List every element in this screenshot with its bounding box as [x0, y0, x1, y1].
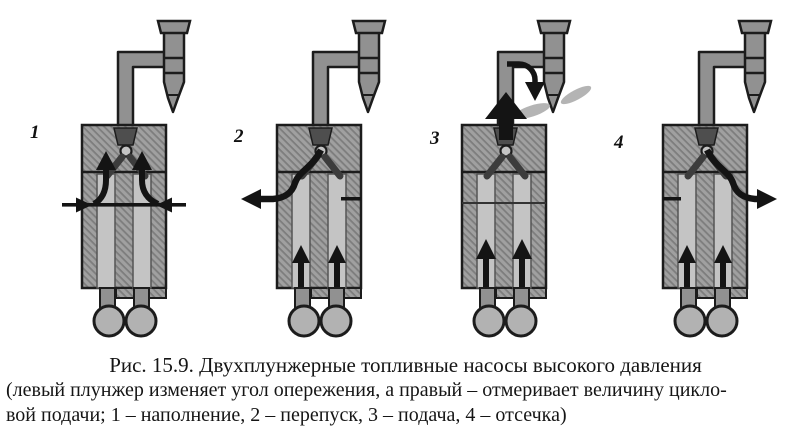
- caption-title: Рис. 15.9. Двухплунжерные топливные насо…: [109, 353, 702, 377]
- pump-panel-2: 2: [200, 0, 400, 345]
- panel-number-label: 3: [430, 128, 440, 149]
- pump-diagram-bypass: [241, 19, 387, 338]
- injector-nozzle-icon: [156, 19, 192, 114]
- injector-nozzle-icon: [536, 19, 572, 114]
- cam-roller-left: [92, 304, 126, 338]
- caption-line-3: вой подачи; 1 – наполнение, 2 – перепуск…: [6, 404, 567, 426]
- pump-figure: 1 2 3 4: [0, 0, 811, 345]
- plunger-rods: [680, 287, 731, 311]
- injector-nozzle-icon: [737, 19, 773, 114]
- cam-roller-left: [472, 304, 506, 338]
- cam-roller-left: [287, 304, 321, 338]
- panel-number-label: 4: [614, 132, 624, 153]
- plunger-up-arrows-icon: [678, 245, 732, 302]
- pump-diagram-fill: [62, 19, 192, 338]
- pump-diagram-cutoff: [661, 19, 777, 338]
- plunger-up-arrows-icon: [292, 245, 346, 302]
- panel-number-label: 1: [30, 122, 40, 143]
- pump-panel-1: 1: [0, 0, 200, 345]
- cam-roller-right: [504, 304, 538, 338]
- injector-hook-arrow-icon: [507, 61, 545, 101]
- panel-number-label: 2: [234, 126, 244, 147]
- cam-roller-right: [319, 304, 353, 338]
- figure-caption: Рис. 15.9. Двухплунжерные топливные насо…: [0, 352, 811, 428]
- pump-panel-3: 3: [400, 0, 600, 345]
- pump-diagram-delivery: [460, 19, 592, 338]
- cam-roller-right: [705, 304, 739, 338]
- cam-roller-left: [673, 304, 707, 338]
- cutoff-right-arrow-icon: [663, 148, 777, 209]
- fuel-pipe: [311, 50, 367, 131]
- pump-panel-4: 4: [600, 0, 811, 345]
- cam-roller-right: [124, 304, 158, 338]
- plunger-rods: [99, 287, 150, 311]
- injector-nozzle-icon: [351, 19, 387, 114]
- bypass-left-arrow-icon: [241, 148, 361, 209]
- intake-flow-arrows-icon: [62, 197, 186, 213]
- delivery-up-arrow-icon: [485, 92, 527, 140]
- fuel-pipe: [697, 50, 753, 131]
- fuel-pipe: [116, 50, 172, 131]
- plunger-up-arrows-icon: [476, 239, 532, 304]
- caption-line-2: (левый плунжер изменяет угол опережения,…: [6, 379, 727, 401]
- chamber-up-arrows-icon: [92, 151, 160, 207]
